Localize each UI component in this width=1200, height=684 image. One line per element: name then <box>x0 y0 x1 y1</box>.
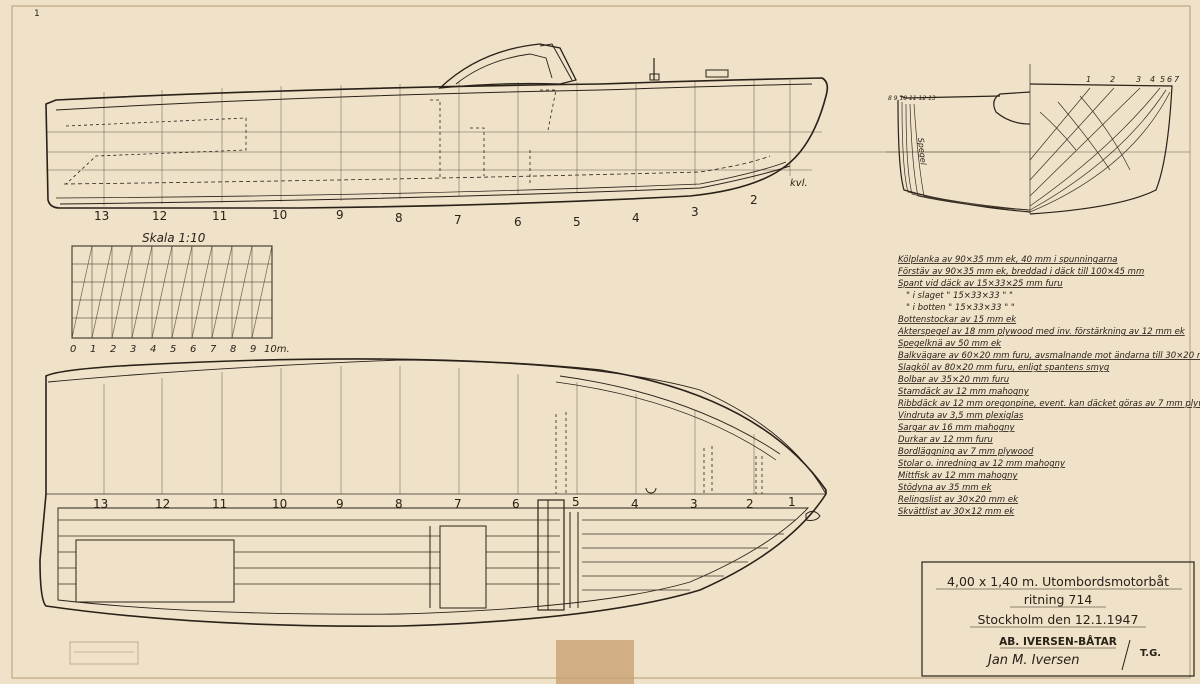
profile-station-label: 5 <box>573 215 581 229</box>
keel-line <box>59 165 791 205</box>
plan-station-label: 8 <box>395 497 403 511</box>
plan-station-label: 10 <box>272 497 287 511</box>
plan-station-label: 3 <box>690 497 698 511</box>
scale-tick: 2 <box>110 344 116 355</box>
scale-tick: 10m. <box>264 344 290 355</box>
profile-station-label: 12 <box>152 209 167 223</box>
body-plan-station-number: 7 <box>1174 75 1180 84</box>
midship-seat <box>439 525 487 609</box>
spec-line: Slagköl av 80×20 mm furu, enligt spanten… <box>898 363 1110 373</box>
company-name: AB. IVERSEN-BÅTAR <box>999 635 1117 648</box>
plan-station-label: 5 <box>572 495 580 509</box>
spec-line: Ribbdäck av 12 mm oregonpine, event. kan… <box>898 399 1200 409</box>
spec-line: Relingslist av 30×20 mm ek <box>898 495 1019 505</box>
plan-view: 13 12 11 10 9 8 7 6 5 4 3 2 1 <box>39 358 827 627</box>
plan-hull-outline-lower <box>39 493 827 627</box>
profile-station-label: 8 <box>395 211 403 225</box>
plan-station-label: 12 <box>155 497 170 511</box>
plan-coaming <box>559 375 781 455</box>
specification-list: Kölplanka av 90×35 mm ek, 40 mm i spunni… <box>897 255 1200 517</box>
initials: T.G. <box>1140 648 1161 659</box>
plan-station-label: 9 <box>336 497 344 511</box>
scale-tick: 3 <box>130 344 136 355</box>
spec-line: " i slaget " 15×33×33 " " <box>906 291 1013 301</box>
title-main: 4,00 x 1,40 m. Utombordsmotorbåt <box>947 574 1169 589</box>
scale-tick: 9 <box>250 344 256 355</box>
rear-seat <box>75 539 235 603</box>
spec-line: Stödyna av 35 mm ek <box>898 483 993 493</box>
spec-line: Kölplanka av 90×35 mm ek, 40 mm i spunni… <box>898 255 1118 265</box>
plan-station-numbers: 13 12 11 10 9 8 7 6 5 4 3 2 1 <box>93 495 796 511</box>
title-block: 4,00 x 1,40 m. Utombordsmotorbåt ritning… <box>921 561 1195 677</box>
plan-station-label: 13 <box>93 497 108 511</box>
body-plan-rotated-label: Spegel <box>916 137 928 166</box>
scale-label: Skala 1:10 <box>142 231 206 245</box>
corner-mark: 1 <box>34 9 40 19</box>
body-plan-station-number: 3 <box>1136 75 1141 84</box>
scale-tick: 1 <box>90 344 96 355</box>
signature: Jan M. Iversen <box>985 653 1080 668</box>
body-plan-aft-numbers: 8 9 10 11 12 13 <box>888 95 936 102</box>
profile-station-label: 3 <box>691 205 699 219</box>
spec-line: Spant vid däck av 15×33×25 mm furu <box>898 279 1063 289</box>
profile-station-numbers: 13 12 11 10 9 8 7 6 5 4 3 2 <box>94 193 758 229</box>
faded-stamp <box>69 641 139 665</box>
spec-line: Stolar o. inredning av 12 mm mahogny <box>898 459 1066 469</box>
body-plan-station-number: 4 <box>1150 75 1155 84</box>
scale-tick: 4 <box>150 344 156 355</box>
profile-station-label: 10 <box>272 208 287 222</box>
spec-line: Förstäv av 90×35 mm ek, breddad i däck t… <box>898 267 1144 277</box>
plan-station-label: 6 <box>512 497 520 511</box>
profile-station-label: 9 <box>336 208 344 222</box>
spec-line: Stamdäck av 12 mm mahogny <box>898 387 1030 397</box>
spec-line: Balkvägare av 60×20 mm furu, avsmalnande… <box>898 351 1200 361</box>
spec-line: Vindruta av 3,5 mm plexiglas <box>898 411 1024 421</box>
profile-view: 13 12 11 10 9 8 7 6 5 4 3 2 kvl. <box>45 43 1000 229</box>
spec-line: Mittfisk av 12 mm mahogny <box>898 471 1018 481</box>
plan-station-label: 11 <box>212 497 227 511</box>
tape-patch <box>556 640 634 684</box>
spec-line: Bordläggning av 7 mm plywood <box>898 447 1034 457</box>
plan-station-label: 7 <box>454 497 462 511</box>
spec-line: Skvättlist av 30×12 mm ek <box>898 507 1015 517</box>
scale-tick: 5 <box>170 344 176 355</box>
spec-line: Durkar av 12 mm furu <box>898 435 993 445</box>
windscreen <box>438 43 577 89</box>
keel-label: kvl. <box>790 178 808 189</box>
scale-tick: 6 <box>190 344 196 355</box>
plan-station-label: 1 <box>788 495 796 509</box>
profile-station-label: 2 <box>750 193 758 207</box>
plan-station-label: 4 <box>631 497 639 511</box>
body-plan-station-number: 1 <box>1086 75 1091 84</box>
profile-station-label: 4 <box>632 211 640 225</box>
scale-tick: 8 <box>230 344 236 355</box>
profile-station-label: 7 <box>454 213 462 227</box>
deck-cleat <box>705 69 729 78</box>
spec-line: Spegelknä av 50 mm ek <box>898 339 1002 349</box>
profile-station-label: 11 <box>212 209 227 223</box>
profile-station-label: 13 <box>94 209 109 223</box>
scale-tick: 7 <box>210 344 217 355</box>
body-plan-station-number: 5 <box>1160 75 1165 84</box>
plan-station-lines <box>103 366 755 494</box>
body-plan: 8 9 10 11 12 13 Spegel 1 2 3 4 5 6 7 <box>886 64 1190 215</box>
plan-station-label: 2 <box>746 497 754 511</box>
place-date: Stockholm den 12.1.1947 <box>978 612 1139 627</box>
spec-line: Bolbar av 35×20 mm furu <box>898 375 1009 385</box>
scale-bar: Skala 1:10 0 1 2 3 4 5 6 7 8 <box>70 231 290 355</box>
scale-tick: 0 <box>70 344 76 355</box>
plan-deck-outline <box>45 358 827 494</box>
spec-line: Akterspegel av 18 mm plywood med inv. fö… <box>897 327 1186 337</box>
windscreen-frame <box>537 499 565 611</box>
profile-hull-outline <box>45 77 829 209</box>
spec-line: Bottenstockar av 15 mm ek <box>898 315 1017 325</box>
drawing-number: ritning 714 <box>1024 592 1093 607</box>
spec-line: " i botten " 15×33×33 " " <box>906 303 1015 313</box>
profile-station-label: 6 <box>514 215 522 229</box>
spec-line: Sargar av 16 mm mahogny <box>898 423 1015 433</box>
body-plan-station-number: 6 <box>1167 75 1172 84</box>
body-plan-station-number: 2 <box>1110 75 1115 84</box>
sheer-line <box>55 83 813 111</box>
